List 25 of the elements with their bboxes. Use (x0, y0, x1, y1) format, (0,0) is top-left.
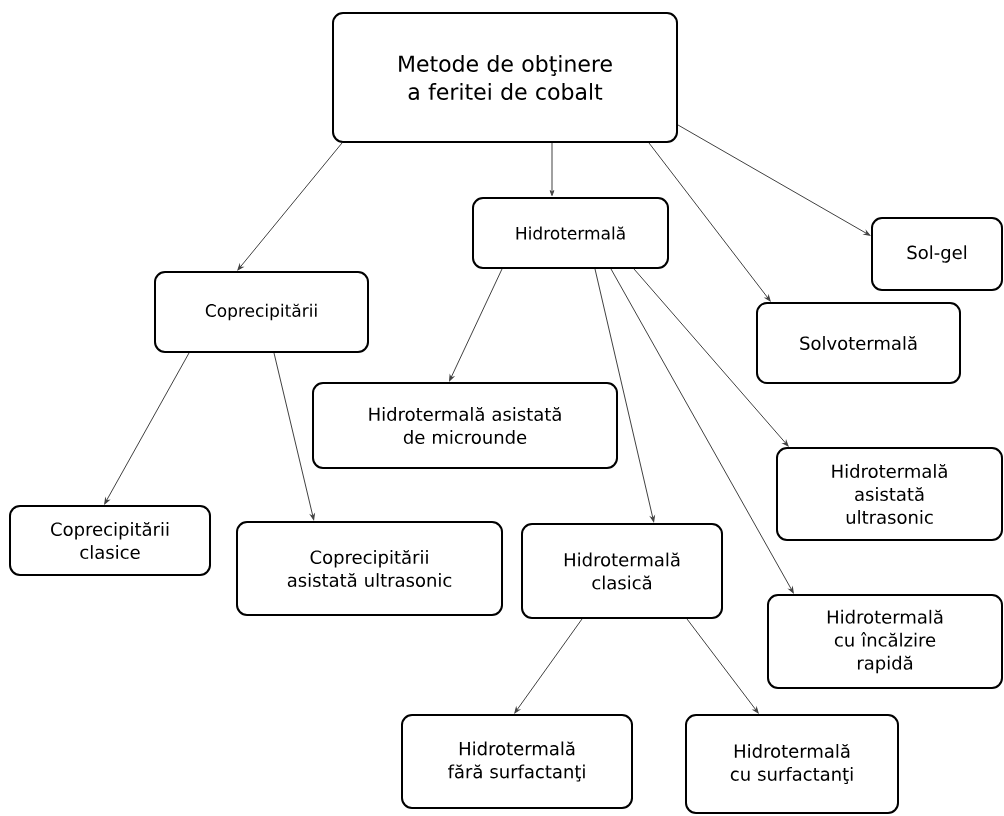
method-box: Coprecipitării clasice (9, 505, 211, 576)
method-box: Coprecipitării (154, 271, 369, 353)
method-box: Hidrotermală asistată ultrasonic (776, 447, 1003, 541)
arrow (104, 352, 190, 505)
method-box: Solvotermală (756, 302, 961, 384)
method-box: Hidrotermală fără surfactanţi (401, 714, 633, 809)
arrow (610, 268, 794, 594)
arrow (549, 142, 555, 197)
arrow (633, 268, 789, 447)
arrow (677, 124, 871, 236)
method-box: Sol-gel (871, 217, 1003, 291)
arrow (514, 618, 583, 714)
method-box: Hidrotermală asistată de microunde (312, 382, 618, 469)
method-box: Hidrotermală cu încălzire rapidă (767, 594, 1003, 689)
method-box: Coprecipitării asistată ultrasonic (236, 521, 503, 616)
method-box: Hidrotermală cu surfactanţi (685, 714, 899, 814)
arrow (594, 268, 655, 523)
method-box: Metode de obţinere a feritei de cobalt (332, 12, 678, 143)
method-box: Hidrotermală clasică (521, 523, 723, 619)
arrow (648, 142, 771, 302)
arrow (273, 352, 315, 521)
arrow (449, 268, 503, 382)
arrow (686, 618, 759, 714)
method-box: Hidrotermală (472, 197, 669, 269)
arrow (237, 142, 343, 271)
